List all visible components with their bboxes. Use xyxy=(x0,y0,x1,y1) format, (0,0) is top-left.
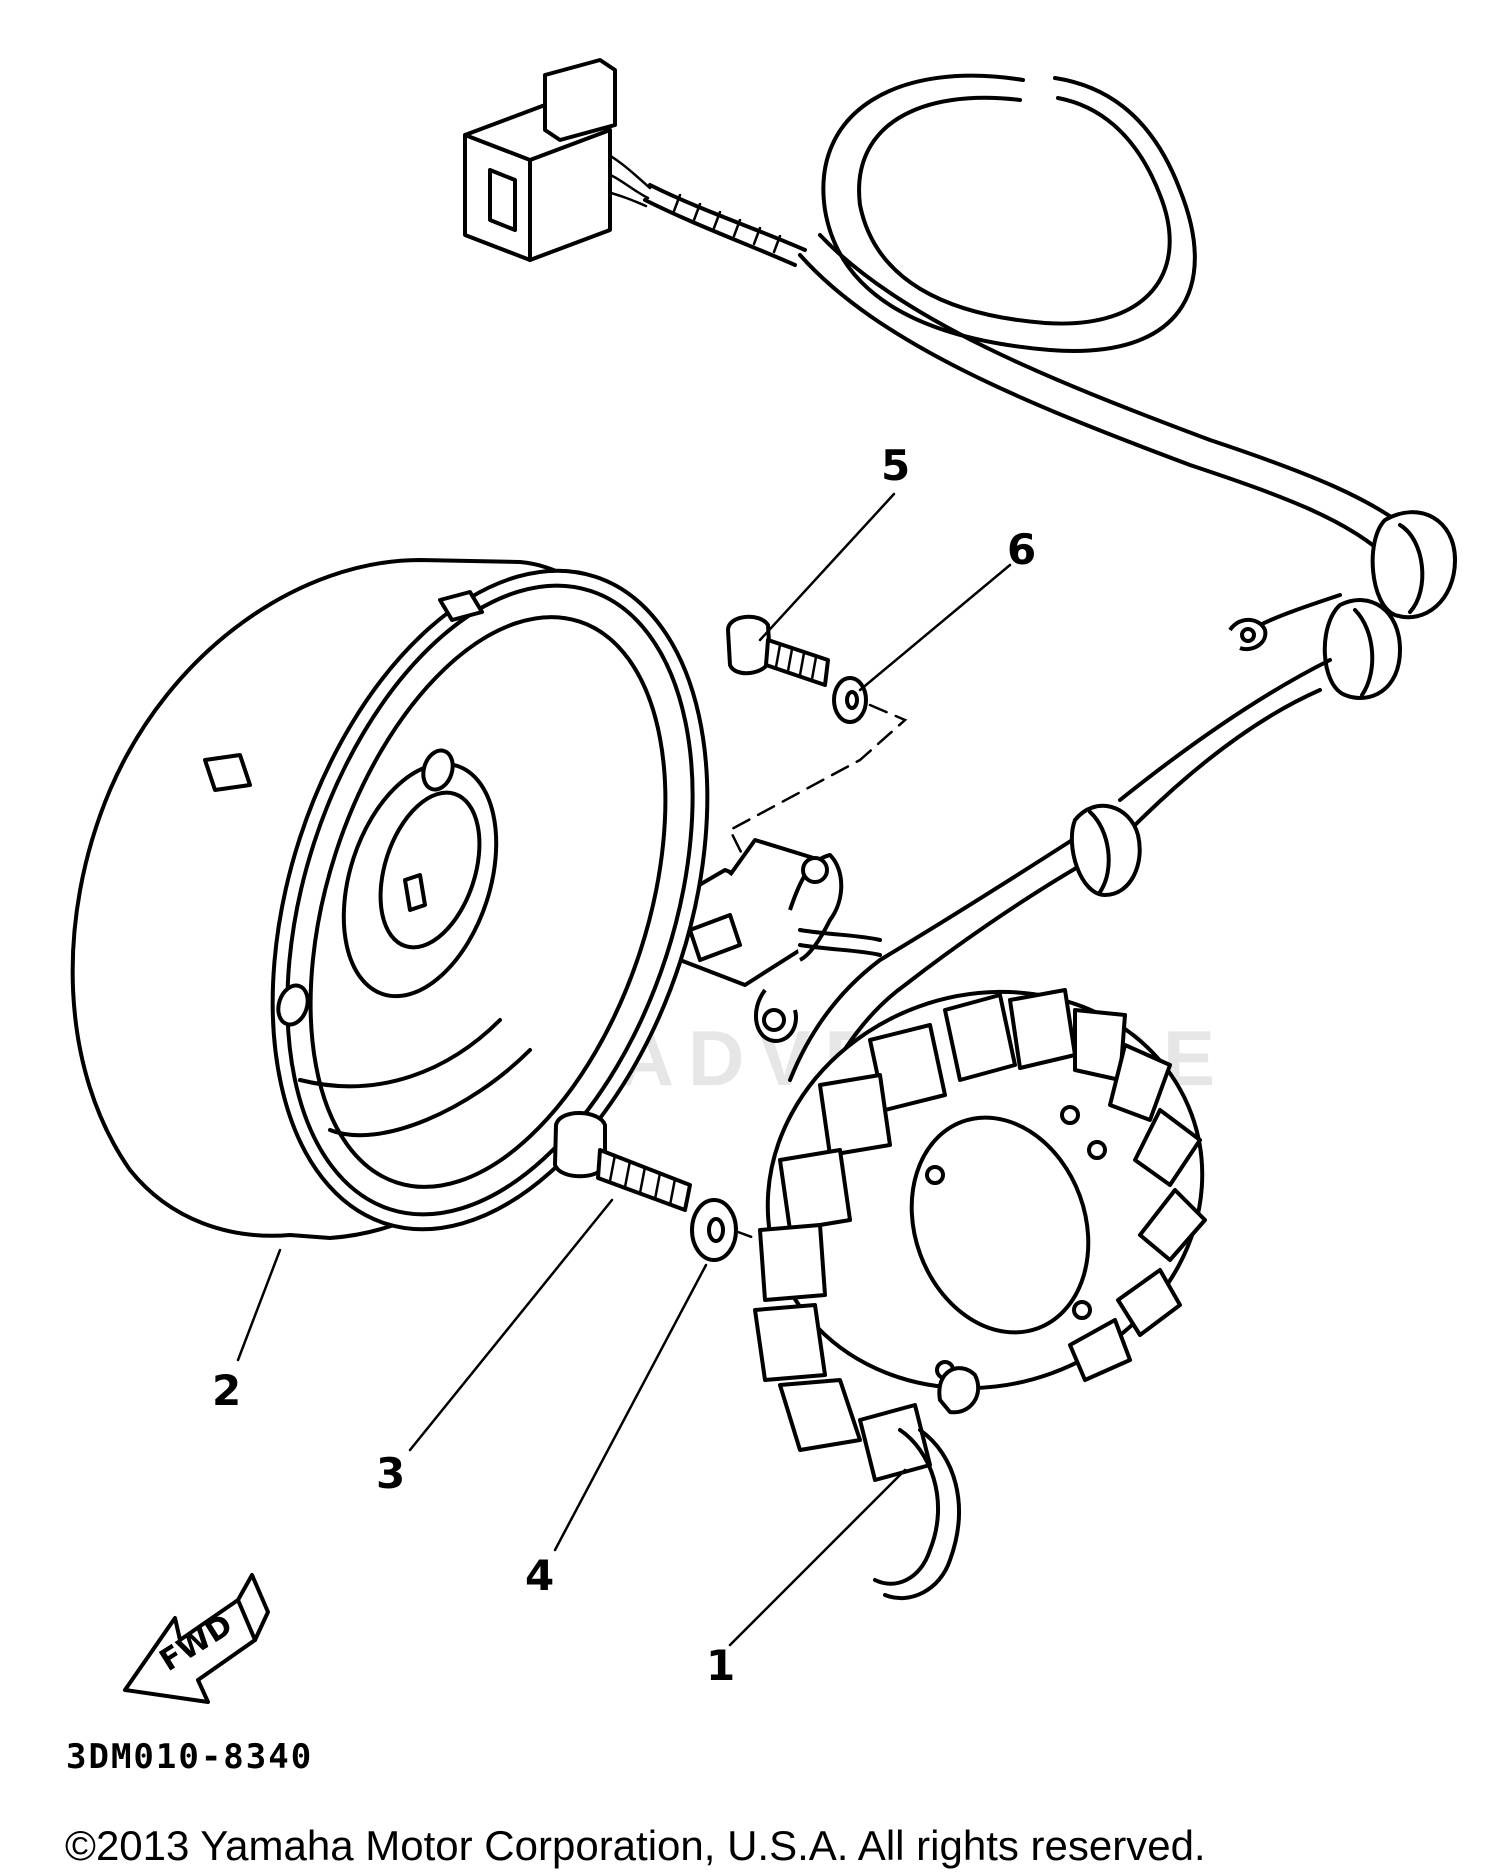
callout-4: 4 xyxy=(525,1551,554,1600)
bolt-guide-line xyxy=(736,1230,762,1242)
forward-direction-arrow: FWD xyxy=(123,1573,270,1704)
stator-washer xyxy=(690,1198,738,1262)
callout-leader-lines xyxy=(236,492,1012,1647)
copyright-notice: ©2013 Yamaha Motor Corporation, U.S.A. A… xyxy=(65,1822,1206,1869)
pickup-coil xyxy=(663,838,882,1043)
rotor-assembly xyxy=(70,558,710,1240)
wire-grommet-middle xyxy=(1322,598,1402,700)
stator-bolt xyxy=(553,1111,692,1212)
stator-assembly xyxy=(753,988,1207,1601)
ground-terminal xyxy=(1228,593,1342,651)
callout-2: 2 xyxy=(212,1366,241,1415)
coupler-connector xyxy=(463,58,617,262)
callout-5: 5 xyxy=(881,441,910,490)
stator-lead-wires xyxy=(788,658,1332,1097)
wire-grommet-lower xyxy=(1069,803,1142,897)
diagram-code: 3DM010-8340 xyxy=(66,1737,313,1777)
pickup-coil-washer xyxy=(832,676,868,724)
assembly-guide-line xyxy=(728,703,908,862)
wire-grommet-upper xyxy=(1370,510,1457,620)
wire-harness xyxy=(598,73,1422,562)
callout-6: 6 xyxy=(1007,525,1036,574)
pickup-coil-bolt xyxy=(726,614,830,687)
callout-1: 1 xyxy=(706,1641,735,1690)
callout-3: 3 xyxy=(376,1449,405,1498)
